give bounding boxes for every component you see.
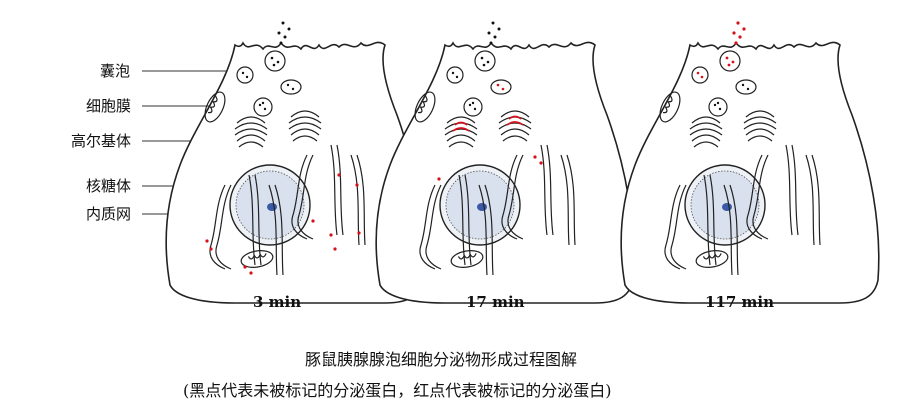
- caption-title: 豚鼠胰腺腺泡细胞分泌物形成过程图解: [305, 350, 577, 369]
- label-er: 内质网: [86, 205, 131, 223]
- time-label-117min: 117 min: [705, 293, 774, 311]
- label-golgi: 高尔基体: [71, 132, 131, 150]
- label-membrane: 细胞膜: [86, 97, 131, 115]
- caption-note: (黑点代表未被标记的分泌蛋白，红点代表被标记的分泌蛋白): [183, 381, 612, 400]
- cell-117min: [620, 21, 880, 304]
- time-label-17min: 17 min: [466, 293, 525, 311]
- cell-17min: [375, 21, 635, 304]
- time-label-3min: 3 min: [253, 293, 301, 311]
- label-vesicle: 囊泡: [100, 62, 130, 80]
- label-ribosome: 核糖体: [86, 177, 131, 195]
- cell-3min: [165, 21, 425, 304]
